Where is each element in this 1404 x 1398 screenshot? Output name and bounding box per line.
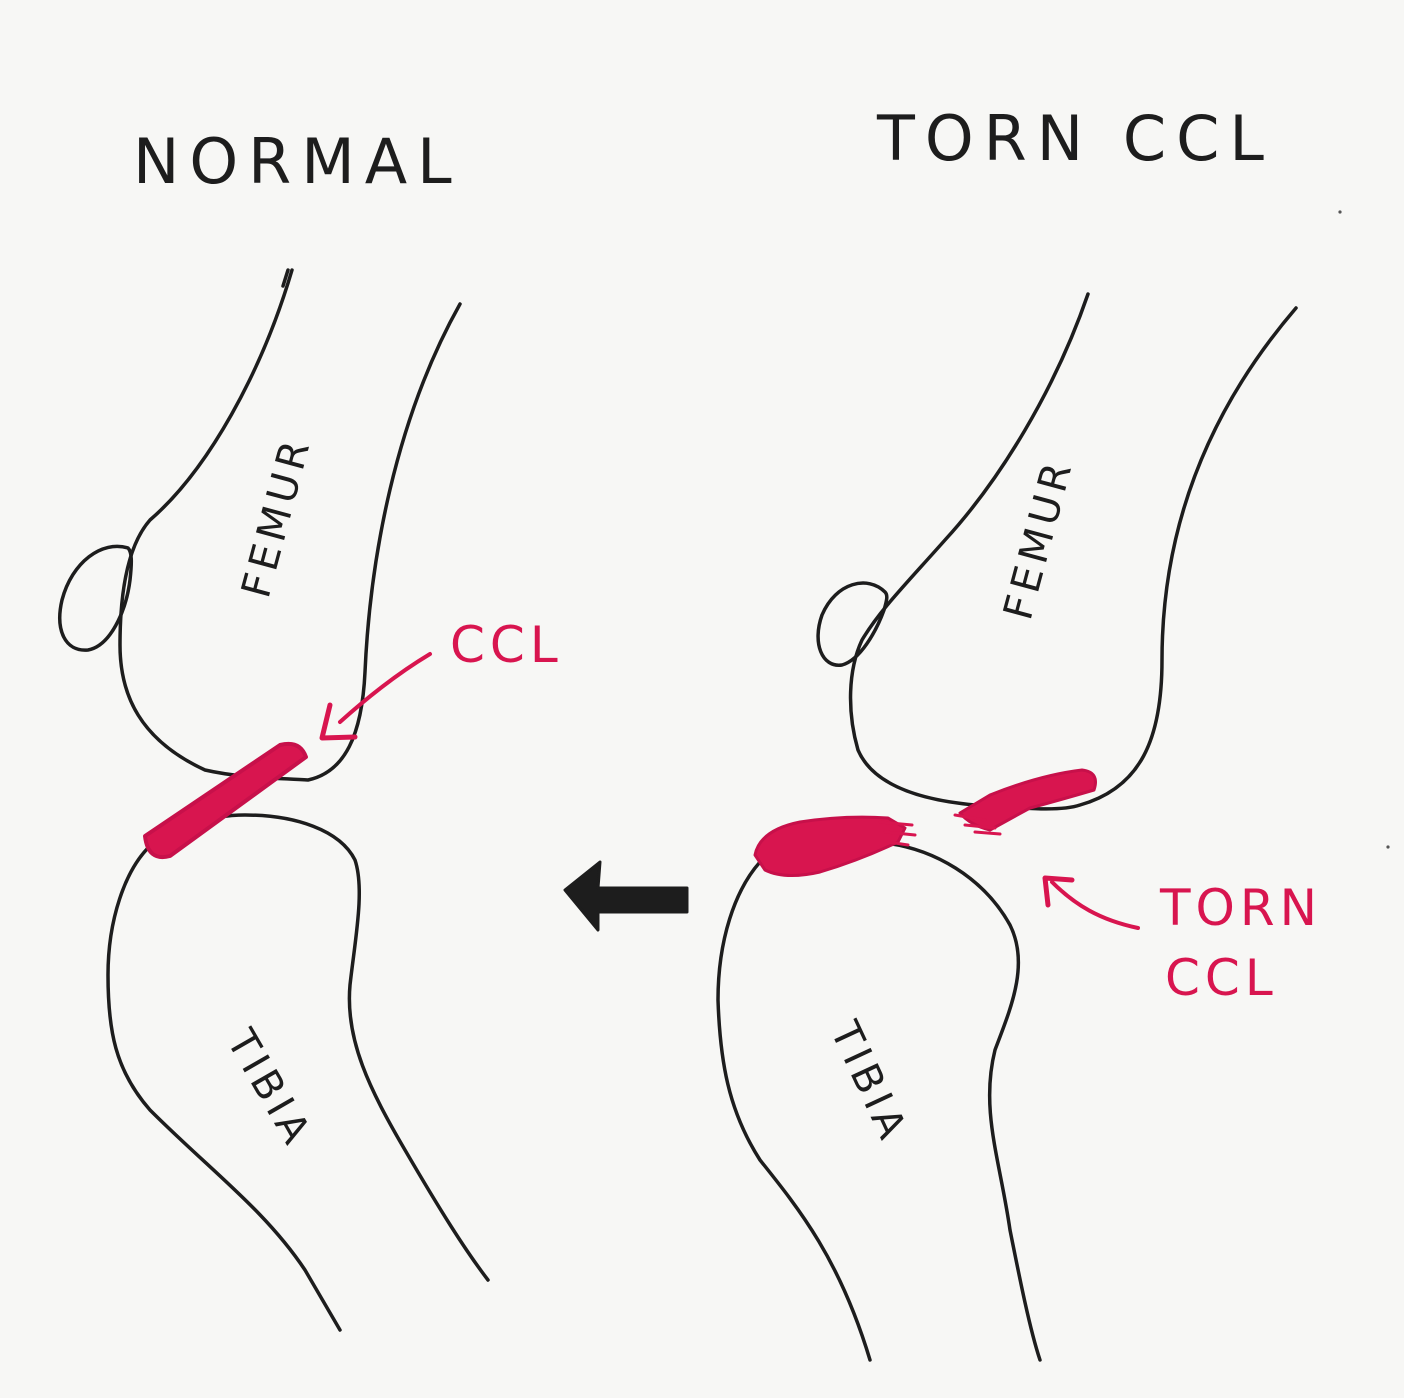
torn-femur-outline	[848, 292, 1298, 811]
torn-panel: TORN CCL TORN CCL FEMUR TIBIA	[716, 102, 1322, 1362]
torn-ccl-label-line2: CCL	[1165, 949, 1278, 1007]
normal-title: NORMAL	[133, 125, 462, 198]
normal-ccl-pointer-arrow	[338, 652, 432, 724]
transition-arrow	[563, 860, 689, 932]
torn-ccl-pointer-arrowhead	[1042, 875, 1075, 908]
normal-patella	[58, 544, 134, 652]
paper-speck	[1386, 845, 1390, 849]
normal-tibia-outline	[106, 844, 342, 1332]
torn-patella	[816, 581, 889, 667]
normal-ccl-ligament	[143, 741, 308, 859]
paper-speck	[1338, 210, 1342, 214]
normal-femur-edge	[281, 268, 290, 288]
torn-title: TORN CCL	[876, 102, 1274, 175]
normal-ccl-pointer-arrowhead	[319, 702, 358, 741]
torn-ccl-lower-frays	[878, 820, 917, 847]
torn-ccl-pointer-arrow	[1050, 880, 1140, 930]
torn-ccl-label-line1: TORN	[1159, 879, 1322, 937]
torn-tibia-outline	[716, 860, 872, 1362]
torn-ccl-upper-frays	[953, 813, 1002, 836]
normal-ccl-label: CCL	[450, 616, 563, 674]
normal-tibia-plateau	[150, 813, 490, 1282]
normal-femur-outline	[118, 268, 462, 782]
